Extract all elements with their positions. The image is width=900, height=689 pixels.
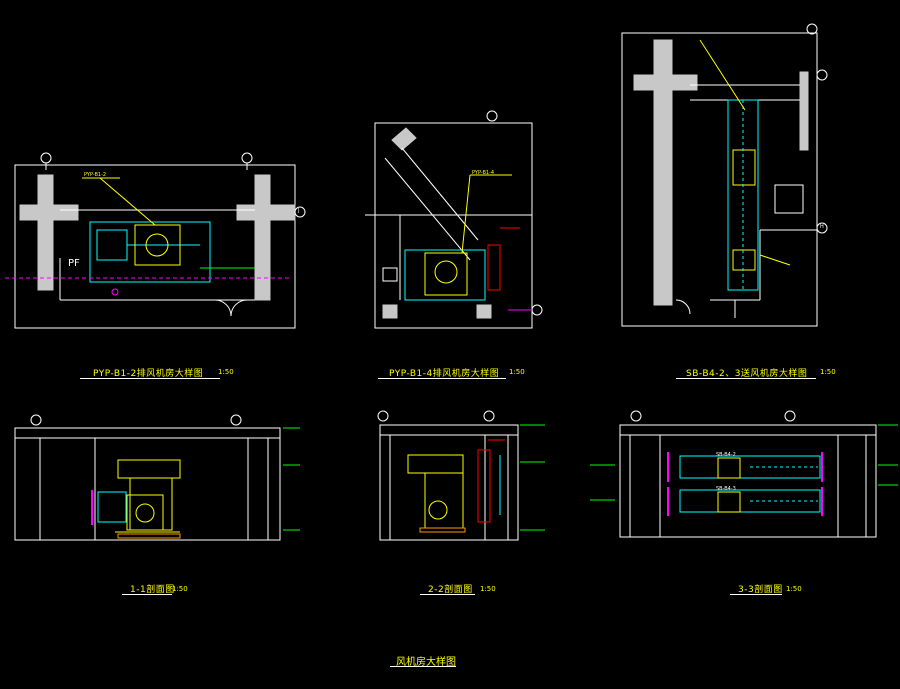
unit-label-b: PYP-B1-4 (472, 170, 495, 176)
section-1-1 (14, 414, 300, 541)
fan-unit-pyp-b1-2 (134, 224, 181, 266)
fan-section-2 (424, 472, 464, 529)
pf-label: PF (68, 258, 80, 269)
unit-label-a: PYP-B1-2 (84, 172, 107, 178)
plan-title-1: PYP-B1-2排风机房大样图 (93, 369, 204, 379)
plan-pyp-b1-4 (365, 110, 543, 329)
sheet-title-underline (390, 666, 456, 667)
column-left (19, 174, 79, 291)
grid-h-label: H (820, 224, 824, 230)
fan-unit-sb-b4-3 (732, 249, 756, 271)
column-sb (633, 39, 698, 306)
section-title-2-underline (420, 594, 475, 595)
section-title-3-underline (730, 594, 782, 595)
grid-j-label: J (298, 208, 300, 214)
section-scale-3: 1:50 (786, 585, 802, 593)
plan-title-1-underline (80, 378, 220, 379)
unit-label-c2: SB-B4-3 (716, 486, 736, 492)
section-title-1: 1-1剖面图 (130, 585, 175, 595)
section-title-1-underline (122, 594, 172, 595)
plan-sb-b4-2-3 (621, 23, 828, 327)
plan-title-3: SB-B4-2、3送风机房大样图 (686, 369, 808, 379)
section-title-3: 3-3剖面图 (738, 585, 783, 595)
fan-section-3-lower (717, 491, 741, 513)
plan-title-2-underline (378, 378, 506, 379)
sheet-title: 风机房大样图 (396, 657, 456, 668)
section-title-2: 2-2剖面图 (428, 585, 473, 595)
plan-scale-3: 1:50 (820, 368, 836, 376)
section-scale-1: 1:50 (172, 585, 188, 593)
section-2-2 (377, 410, 545, 541)
plan-scale-2: 1:50 (509, 368, 525, 376)
fan-unit-pyp-b1-4 (424, 252, 468, 296)
section-3-3 (590, 410, 898, 538)
plan-scale-1: 1:50 (218, 368, 234, 376)
fan-unit-sb-b4-2 (732, 149, 756, 186)
plan-pyp-b1-2 (5, 152, 306, 329)
plan-title-3-underline (676, 378, 816, 379)
section-scale-2: 1:50 (480, 585, 496, 593)
fan-section-3-upper (717, 457, 741, 479)
column-right (236, 174, 296, 301)
fan-section-1 (129, 477, 173, 531)
plan-title-2: PYP-B1-4排风机房大样图 (389, 369, 500, 379)
unit-label-c1: SB-B4-2 (716, 452, 736, 458)
